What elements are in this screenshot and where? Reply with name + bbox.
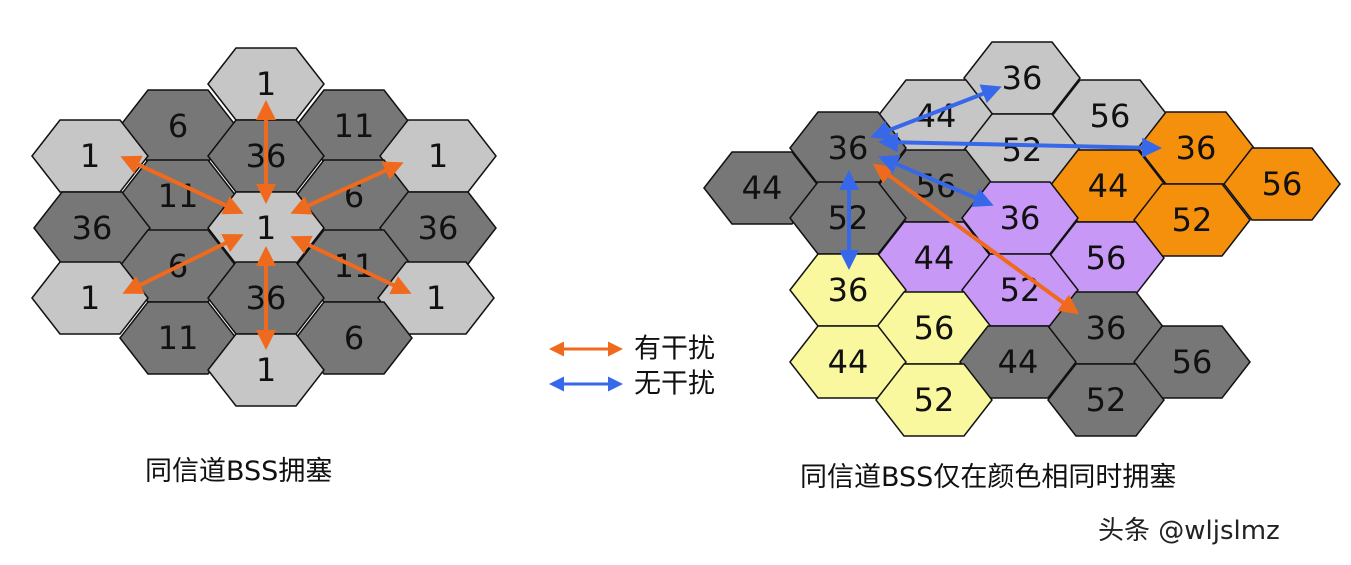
left-channel-label: 11 (158, 319, 199, 357)
legend-no-interference-label: 无干扰 (634, 369, 715, 400)
right-channel-label: 44 (1088, 167, 1129, 205)
left-channel-label: 36 (72, 209, 113, 247)
right-channel-label: 52 (1172, 201, 1213, 239)
right-hex-grid: 36 44 56 36 52 36 44 56 44 56 52 36 52 44 56 36 52 56 36 44… (703, 41, 1341, 437)
left-hex-cell (207, 333, 325, 407)
right-channel-label: 36 (1002, 59, 1043, 97)
arrows-layer (120, 84, 1162, 350)
right-channel-label: 52 (1002, 131, 1043, 169)
right-channel-label: 36 (828, 271, 869, 309)
right-hex-cell (875, 363, 993, 437)
left-channel-label: 11 (334, 107, 375, 145)
right-channel-label: 44 (998, 343, 1039, 381)
watermark: 头条 @wljslmz (1098, 516, 1280, 546)
left-channel-label: 1 (256, 351, 276, 389)
interference-arrow (290, 235, 412, 295)
right-channel-label: 36 (1176, 129, 1217, 167)
legend-interference-label: 有干扰 (634, 334, 715, 365)
right-channel-label: 44 (742, 169, 783, 207)
right-hex-cell (1223, 147, 1341, 221)
right-channel-label: 56 (1262, 165, 1303, 203)
left-channel-label: 1 (428, 137, 448, 175)
right-channel-label: 36 (1086, 309, 1127, 347)
right-channel-label: 44 (828, 343, 869, 381)
right-caption: 同信道BSS仅在颜色相同时拥塞 (800, 462, 1177, 493)
left-hex-cell (31, 261, 149, 335)
legend: 有干扰 无干扰 (549, 334, 715, 400)
left-channel-label: 1 (256, 209, 276, 247)
left-hex-cell (295, 301, 413, 375)
left-caption: 同信道BSS拥塞 (145, 456, 333, 487)
left-channel-label: 1 (80, 279, 100, 317)
left-channel-label: 6 (168, 107, 188, 145)
right-channel-label: 52 (914, 381, 955, 419)
right-channel-label: 36 (828, 129, 869, 167)
no-interference-arrow (870, 84, 1002, 140)
right-channel-label: 56 (1086, 239, 1127, 277)
interference-arrow (122, 234, 244, 294)
right-hex-cell (789, 325, 907, 399)
left-channel-label: 36 (418, 209, 459, 247)
right-channel-label: 52 (1000, 271, 1041, 309)
right-channel-label: 52 (1086, 381, 1127, 419)
no-interference-arrow (878, 155, 994, 207)
interference-arrow (120, 155, 244, 215)
right-channel-label: 56 (1172, 343, 1213, 381)
no-interference-arrow (878, 132, 1162, 158)
left-channel-label: 1 (256, 65, 276, 103)
left-channel-label: 6 (344, 319, 364, 357)
right-channel-label: 56 (1090, 97, 1131, 135)
right-channel-label: 56 (914, 309, 955, 347)
right-channel-label: 44 (914, 239, 955, 277)
right-hex-cell (1047, 363, 1165, 437)
left-channel-label: 1 (80, 137, 100, 175)
left-hex-grid: 161136111163613661111361161 (31, 47, 497, 407)
right-channel-label: 36 (1000, 199, 1041, 237)
left-channel-label: 1 (426, 279, 446, 317)
interference-arrow (290, 161, 404, 215)
